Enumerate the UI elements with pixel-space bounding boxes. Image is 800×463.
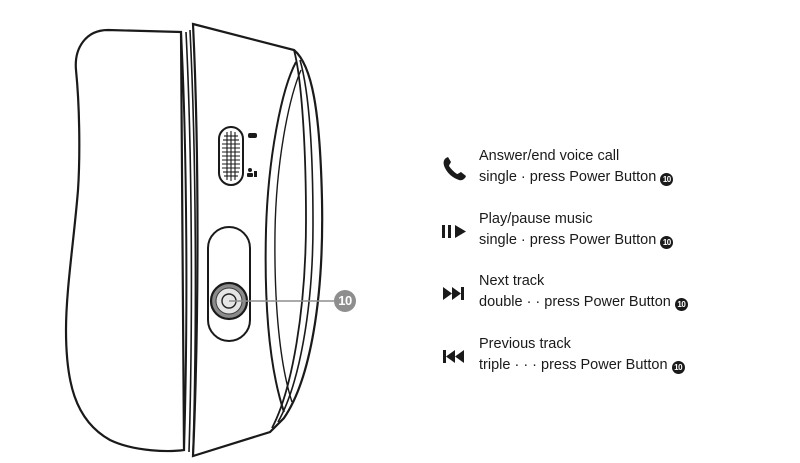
user-mode-icon <box>247 168 257 177</box>
power-button-badge: 10 <box>660 236 674 249</box>
mode-slider-switch <box>218 126 244 186</box>
ear-cushion <box>64 28 186 453</box>
power-button-badge: 10 <box>660 173 674 186</box>
press-text: double · · press Power Button <box>479 294 671 310</box>
housing-ring-line <box>271 49 307 429</box>
action-title: Next track <box>479 273 545 289</box>
press-text: single · press Power Button <box>479 169 657 185</box>
action-title: Previous track <box>479 336 571 352</box>
action-title: Play/pause music <box>479 211 593 227</box>
press-text: triple · · · press Power Button <box>479 357 668 373</box>
press-text: single · press Power Button <box>479 232 657 248</box>
gaming-mode-icon <box>248 133 257 138</box>
housing-ring-line <box>274 69 302 403</box>
housing-ring-line <box>277 59 314 423</box>
play-pause-icon <box>442 225 466 238</box>
callout-number-badge: 10 <box>334 290 356 312</box>
action-title: Answer/end voice call <box>479 148 620 164</box>
power-button-badge: 10 <box>671 361 685 374</box>
previous-track-icon <box>443 350 464 363</box>
phone-icon <box>443 157 466 181</box>
housing-ring-line <box>264 61 297 413</box>
cushion-seam-line <box>180 31 188 451</box>
power-button-badge: 10 <box>674 298 688 311</box>
cushion-seam-line <box>185 31 193 453</box>
next-track-icon <box>443 287 464 300</box>
